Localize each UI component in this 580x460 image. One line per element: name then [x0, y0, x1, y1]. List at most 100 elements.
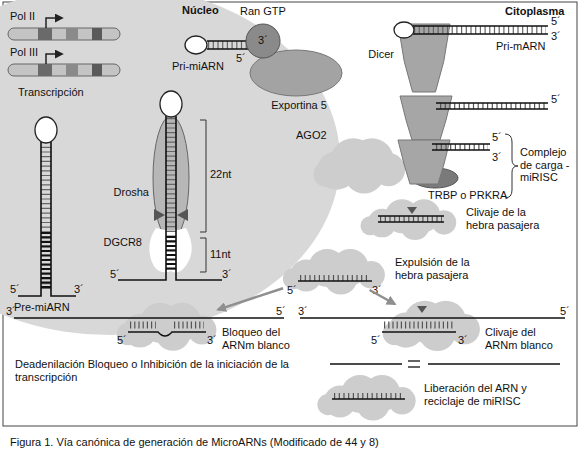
complex-bracket — [505, 134, 518, 198]
mirna-strand — [298, 280, 372, 282]
cloud-lobe — [432, 210, 456, 234]
node-text: DGCR8 — [94, 236, 142, 249]
length-bracket — [200, 238, 206, 272]
node-text: Bloqueo del ARNm blanco — [222, 326, 297, 351]
polymerase-label: Pol II — [10, 10, 35, 23]
node-text: Ran GTP — [236, 5, 290, 18]
length-label: 11nt — [210, 248, 231, 261]
cut-marker — [154, 209, 165, 221]
rna-duplex — [436, 103, 548, 109]
cloud-lobe — [317, 394, 338, 415]
prime-end-label: 5´ — [551, 93, 561, 106]
prime-end-label: 5´ — [551, 15, 561, 28]
node-outline — [153, 116, 189, 240]
rna-strand — [207, 41, 252, 49]
prime-end-label: 5´ — [287, 284, 297, 297]
base-ticks — [300, 275, 370, 281]
base-pairs — [41, 142, 51, 290]
prime-end-label: 3´ — [6, 305, 16, 318]
length-label: 22nt — [210, 168, 231, 181]
complex-label: Complejo de carga - miRISC — [520, 146, 578, 184]
cloud-lobe — [314, 161, 340, 187]
hairpin-loop — [160, 91, 182, 117]
cloud-lobe — [400, 210, 430, 240]
risc-cloud: Liberación del ARN y reciclaje de miRISC — [318, 378, 418, 416]
base-pairs — [440, 103, 546, 109]
step-label: Transcripción — [18, 86, 84, 99]
node-outline — [118, 306, 218, 346]
cloud-lobe — [155, 316, 190, 351]
rna-label: Pri-mARN — [496, 40, 546, 53]
hairpin-loop — [35, 117, 57, 143]
rna-duplex — [432, 144, 490, 150]
flow-arrow — [218, 288, 283, 309]
rna-strand — [118, 116, 166, 280]
gene-bar — [8, 64, 120, 76]
node-text: Liberación del ARN y reciclaje de miRISC — [424, 382, 542, 407]
base-ticks — [334, 393, 403, 399]
base-pairs — [208, 41, 250, 49]
prime-end-label: 3´ — [551, 30, 561, 43]
node-outline — [146, 228, 196, 276]
prime-end-label: 3´ — [222, 268, 232, 281]
base-pairs — [130, 322, 156, 329]
node-text: TRBP o PRKRA — [428, 189, 518, 202]
node-text: AGO2 — [296, 129, 330, 142]
prime-end-label: 5´ — [10, 283, 20, 296]
node-text: Exportina 5 — [256, 99, 342, 112]
base-pairs — [384, 322, 454, 329]
prime-end-label: 5´ — [110, 268, 120, 281]
rna-strand — [51, 141, 76, 296]
hairpin-loop — [394, 22, 414, 38]
cleaved-mrna — [330, 363, 560, 365]
rna-strand — [18, 141, 41, 296]
prime-end-label: 5´ — [560, 305, 570, 318]
rna-label: Pre-miARN — [14, 301, 70, 314]
risc-cloud: Clivaje de la hebra pasajera — [360, 202, 460, 236]
dgcr8-protein: DGCR8 — [146, 228, 196, 276]
cloud-lobe — [383, 322, 407, 346]
mrna-strand — [14, 317, 284, 319]
prime-end-label: 3´ — [492, 151, 502, 164]
ran-gtp-circle: Ran GTP3´ — [246, 24, 280, 58]
cloud-lobe — [344, 153, 384, 193]
ellipse-shape — [412, 168, 458, 188]
gene-segment — [38, 64, 52, 76]
node-text: Drosha — [101, 186, 149, 199]
promoter-arrow — [46, 54, 62, 64]
prime-end-label: 5´ — [117, 334, 127, 347]
prime-end-label: 3´ — [207, 334, 217, 347]
prime-end-label: 5´ — [236, 52, 246, 65]
base-pairs — [414, 26, 546, 34]
node-text: Expulsión de la hebra pasajera — [395, 256, 485, 281]
base-pairs — [436, 144, 488, 150]
gene-bar — [8, 28, 120, 40]
base-pairs — [166, 236, 176, 272]
prime-end-label: 5´ — [276, 305, 286, 318]
trbp-protein: TRBP o PRKRA — [412, 168, 458, 188]
node-text: Dicer — [358, 48, 394, 61]
gene-segment — [92, 64, 102, 76]
gene-segment — [66, 28, 78, 40]
node-text: Núcleo — [182, 4, 242, 17]
base-pairs — [41, 232, 51, 290]
cloud-lobe — [324, 261, 357, 294]
node-outline — [318, 142, 402, 188]
flow-arrow — [370, 290, 395, 304]
cloud-lobe — [419, 314, 456, 351]
node-text: 3´ — [246, 34, 280, 47]
dgcr8-shape — [149, 228, 191, 272]
prime-end-label: 5´ — [371, 334, 381, 347]
node-text: Clivaje del ARNm blanco — [485, 326, 565, 351]
promoter-arrow — [46, 18, 62, 28]
figure-caption: Figura 1. Vía canónica de generación de … — [10, 436, 570, 449]
prime-end-label: 3´ — [372, 284, 382, 297]
cloud-lobe — [388, 387, 415, 414]
node-text: Clivaje de la hebra pasajera — [466, 206, 546, 231]
dicer-shape — [400, 96, 452, 140]
